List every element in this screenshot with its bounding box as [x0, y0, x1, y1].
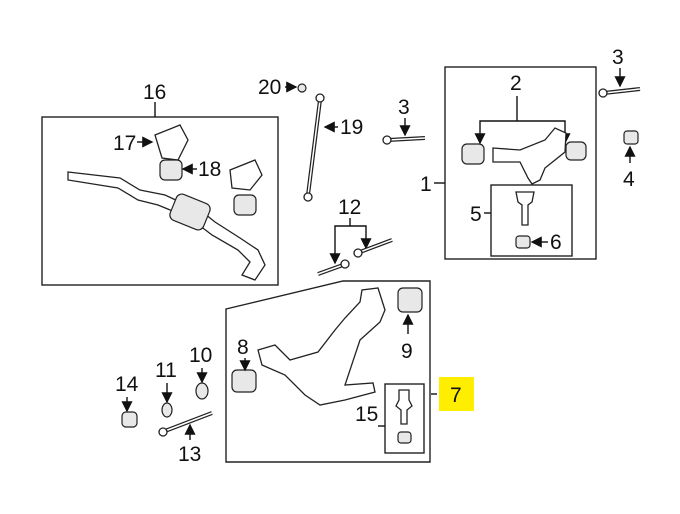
- link-end-bottom: [303, 192, 313, 202]
- callout-16[interactable]: 16: [143, 81, 166, 104]
- callout-5[interactable]: 5: [470, 203, 482, 226]
- callout-18[interactable]: 18: [198, 158, 221, 181]
- bolt-3-right[interactable]: 3: [598, 46, 641, 98]
- ball-joint-15: [395, 389, 413, 425]
- callout-13[interactable]: 13: [178, 443, 201, 466]
- group-box-16: [41, 116, 279, 286]
- bolts-12[interactable]: 12: [317, 196, 393, 276]
- nut-6: [515, 235, 531, 249]
- callout-1[interactable]: 1: [420, 173, 432, 196]
- callout-15[interactable]: 15: [355, 403, 378, 426]
- link-end-top: [315, 93, 325, 103]
- nut-14: [121, 411, 138, 428]
- bolt-3-middle[interactable]: 3: [382, 96, 426, 145]
- bracket-right: [229, 159, 263, 191]
- callout-4[interactable]: 4: [623, 168, 635, 191]
- stabilizer-link-group[interactable]: 20 19: [258, 76, 363, 202]
- highlight-badge: [439, 377, 474, 411]
- nut-15: [397, 431, 412, 444]
- group-box-1: [444, 66, 597, 260]
- callout-12[interactable]: 12: [338, 196, 361, 219]
- upper-arm: [492, 127, 567, 185]
- bushing-9: [397, 287, 423, 313]
- callout-11[interactable]: 11: [155, 359, 177, 382]
- group-box-5: [490, 184, 573, 257]
- callout-7[interactable]: 7: [450, 384, 462, 407]
- stabilizer-bar: [67, 171, 266, 281]
- bushing-2-right: [565, 141, 587, 161]
- bushing-right: [233, 194, 257, 216]
- callout-3-middle[interactable]: 3: [398, 96, 410, 119]
- callout-17[interactable]: 17: [113, 132, 136, 155]
- bolt-13: [158, 427, 168, 437]
- callout-19[interactable]: 19: [340, 116, 363, 139]
- callout-7-highlight[interactable]: 7: [439, 377, 474, 411]
- callout-14[interactable]: 14: [115, 373, 139, 396]
- washer-11: [161, 402, 173, 418]
- bushing-8: [231, 369, 257, 393]
- bushing-2-left: [461, 143, 485, 165]
- callout-2[interactable]: 2: [510, 72, 522, 95]
- callout-3-right[interactable]: 3: [612, 46, 624, 69]
- upper-control-arm-group[interactable]: 1 2 5 6: [420, 66, 597, 260]
- callout-10[interactable]: 10: [189, 344, 212, 367]
- bushing-18: [159, 159, 183, 181]
- bracket-17: [154, 124, 189, 161]
- stabilizer-bar-group[interactable]: 16 17 18: [41, 81, 279, 286]
- washer-10: [195, 382, 209, 400]
- callout-8[interactable]: 8: [237, 336, 249, 359]
- group-box-15: [384, 383, 425, 454]
- hardware-group[interactable]: 10 11 14 13: [115, 344, 213, 466]
- callout-20[interactable]: 20: [258, 76, 281, 99]
- nut-4[interactable]: 4: [623, 130, 639, 191]
- lower-arm: [257, 287, 386, 406]
- callout-9[interactable]: 9: [401, 340, 413, 363]
- group-box-7: [225, 280, 431, 463]
- bushing-sleeve: [169, 193, 211, 231]
- lower-control-arm-group[interactable]: 8 9 15: [225, 280, 437, 463]
- ball-joint-5: [515, 191, 535, 226]
- callout-6[interactable]: 6: [550, 231, 562, 254]
- nut-20: [297, 83, 307, 93]
